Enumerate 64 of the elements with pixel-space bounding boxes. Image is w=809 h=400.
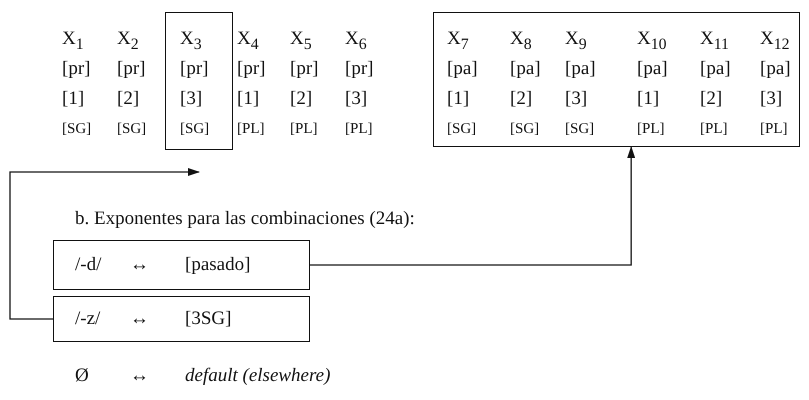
person-text: [3] [180, 88, 202, 110]
arrow [9, 168, 200, 320]
person-text: [3] [760, 88, 782, 110]
person-text: [1] [447, 88, 470, 110]
heading-text: X$_{12}$ [760, 28, 790, 55]
heading-text: X$_{7}$ [447, 28, 469, 55]
person-text: [1] [637, 88, 660, 110]
heading-text: b. Exponentes para las combinaciones (24a): [75, 208, 415, 230]
exponent-text: /-d/ [75, 254, 102, 276]
heading-text: X$_{2}$ [117, 28, 139, 55]
heading-text: X$_{9}$ [565, 28, 587, 55]
heading-text: X$_{11}$ [700, 28, 729, 55]
feature-text: [pa] [637, 58, 668, 80]
exponent-text: /-z/ [75, 308, 100, 330]
number-text: [SG] [565, 120, 594, 139]
person-text: [1] [237, 88, 260, 110]
number-text: [SG] [447, 120, 476, 139]
person-text: [2] [117, 88, 140, 110]
feature-text: [pr] [180, 58, 208, 80]
number-text: [SG] [117, 120, 146, 139]
feature-text: [pa] [760, 58, 791, 80]
number-text: [PL] [290, 120, 318, 139]
number-text: [PL] [637, 120, 664, 139]
person-text: [2] [700, 88, 722, 110]
feature-text: [pa] [700, 58, 731, 80]
exponent-box [53, 240, 310, 290]
number-text: [PL] [760, 120, 788, 139]
correspondence-arrow: ↔ [130, 308, 149, 330]
feature-text: [pasado] [185, 254, 250, 276]
heading-text: X$_{4}$ [237, 28, 259, 55]
number-text: [SG] [510, 120, 540, 139]
feature-text: [pr] [62, 58, 90, 80]
heading-text: X$_{5}$ [290, 28, 312, 55]
heading-text: X$_{8}$ [510, 28, 532, 55]
feature-column-box [165, 12, 233, 150]
feature-text: [pr] [345, 58, 374, 80]
feature-text: [pr] [237, 58, 266, 80]
feature-text: [3SG] [185, 308, 232, 330]
person-text: [2] [510, 88, 532, 110]
feature-column-box [433, 12, 800, 147]
number-text: [PL] [345, 120, 372, 139]
arrow [310, 146, 636, 266]
heading-text: X$_{1}$ [62, 28, 84, 55]
number-text: [PL] [700, 120, 728, 139]
feature-text: default (elsewhere) [185, 365, 330, 387]
person-text: [2] [290, 88, 312, 110]
number-text: [PL] [237, 120, 264, 139]
number-text: [SG] [180, 120, 210, 139]
heading-text: X$_{3}$ [180, 28, 202, 55]
feature-text: [pa] [565, 58, 596, 80]
feature-text: [pr] [290, 58, 318, 80]
feature-text: [pa] [447, 58, 478, 80]
person-text: [1] [62, 88, 84, 110]
correspondence-arrow: ↔ [130, 254, 149, 276]
exponent-text: Ø [75, 365, 89, 387]
number-text: [SG] [62, 120, 92, 139]
person-text: [3] [565, 88, 588, 110]
correspondence-arrow: ↔ [130, 365, 149, 387]
person-text: [3] [345, 88, 368, 110]
heading-text: X$_{10}$ [637, 28, 667, 55]
feature-text: [pr] [117, 58, 146, 80]
exponent-box [53, 296, 310, 342]
feature-text: [pa] [510, 58, 541, 80]
heading-text: X$_{6}$ [345, 28, 367, 55]
